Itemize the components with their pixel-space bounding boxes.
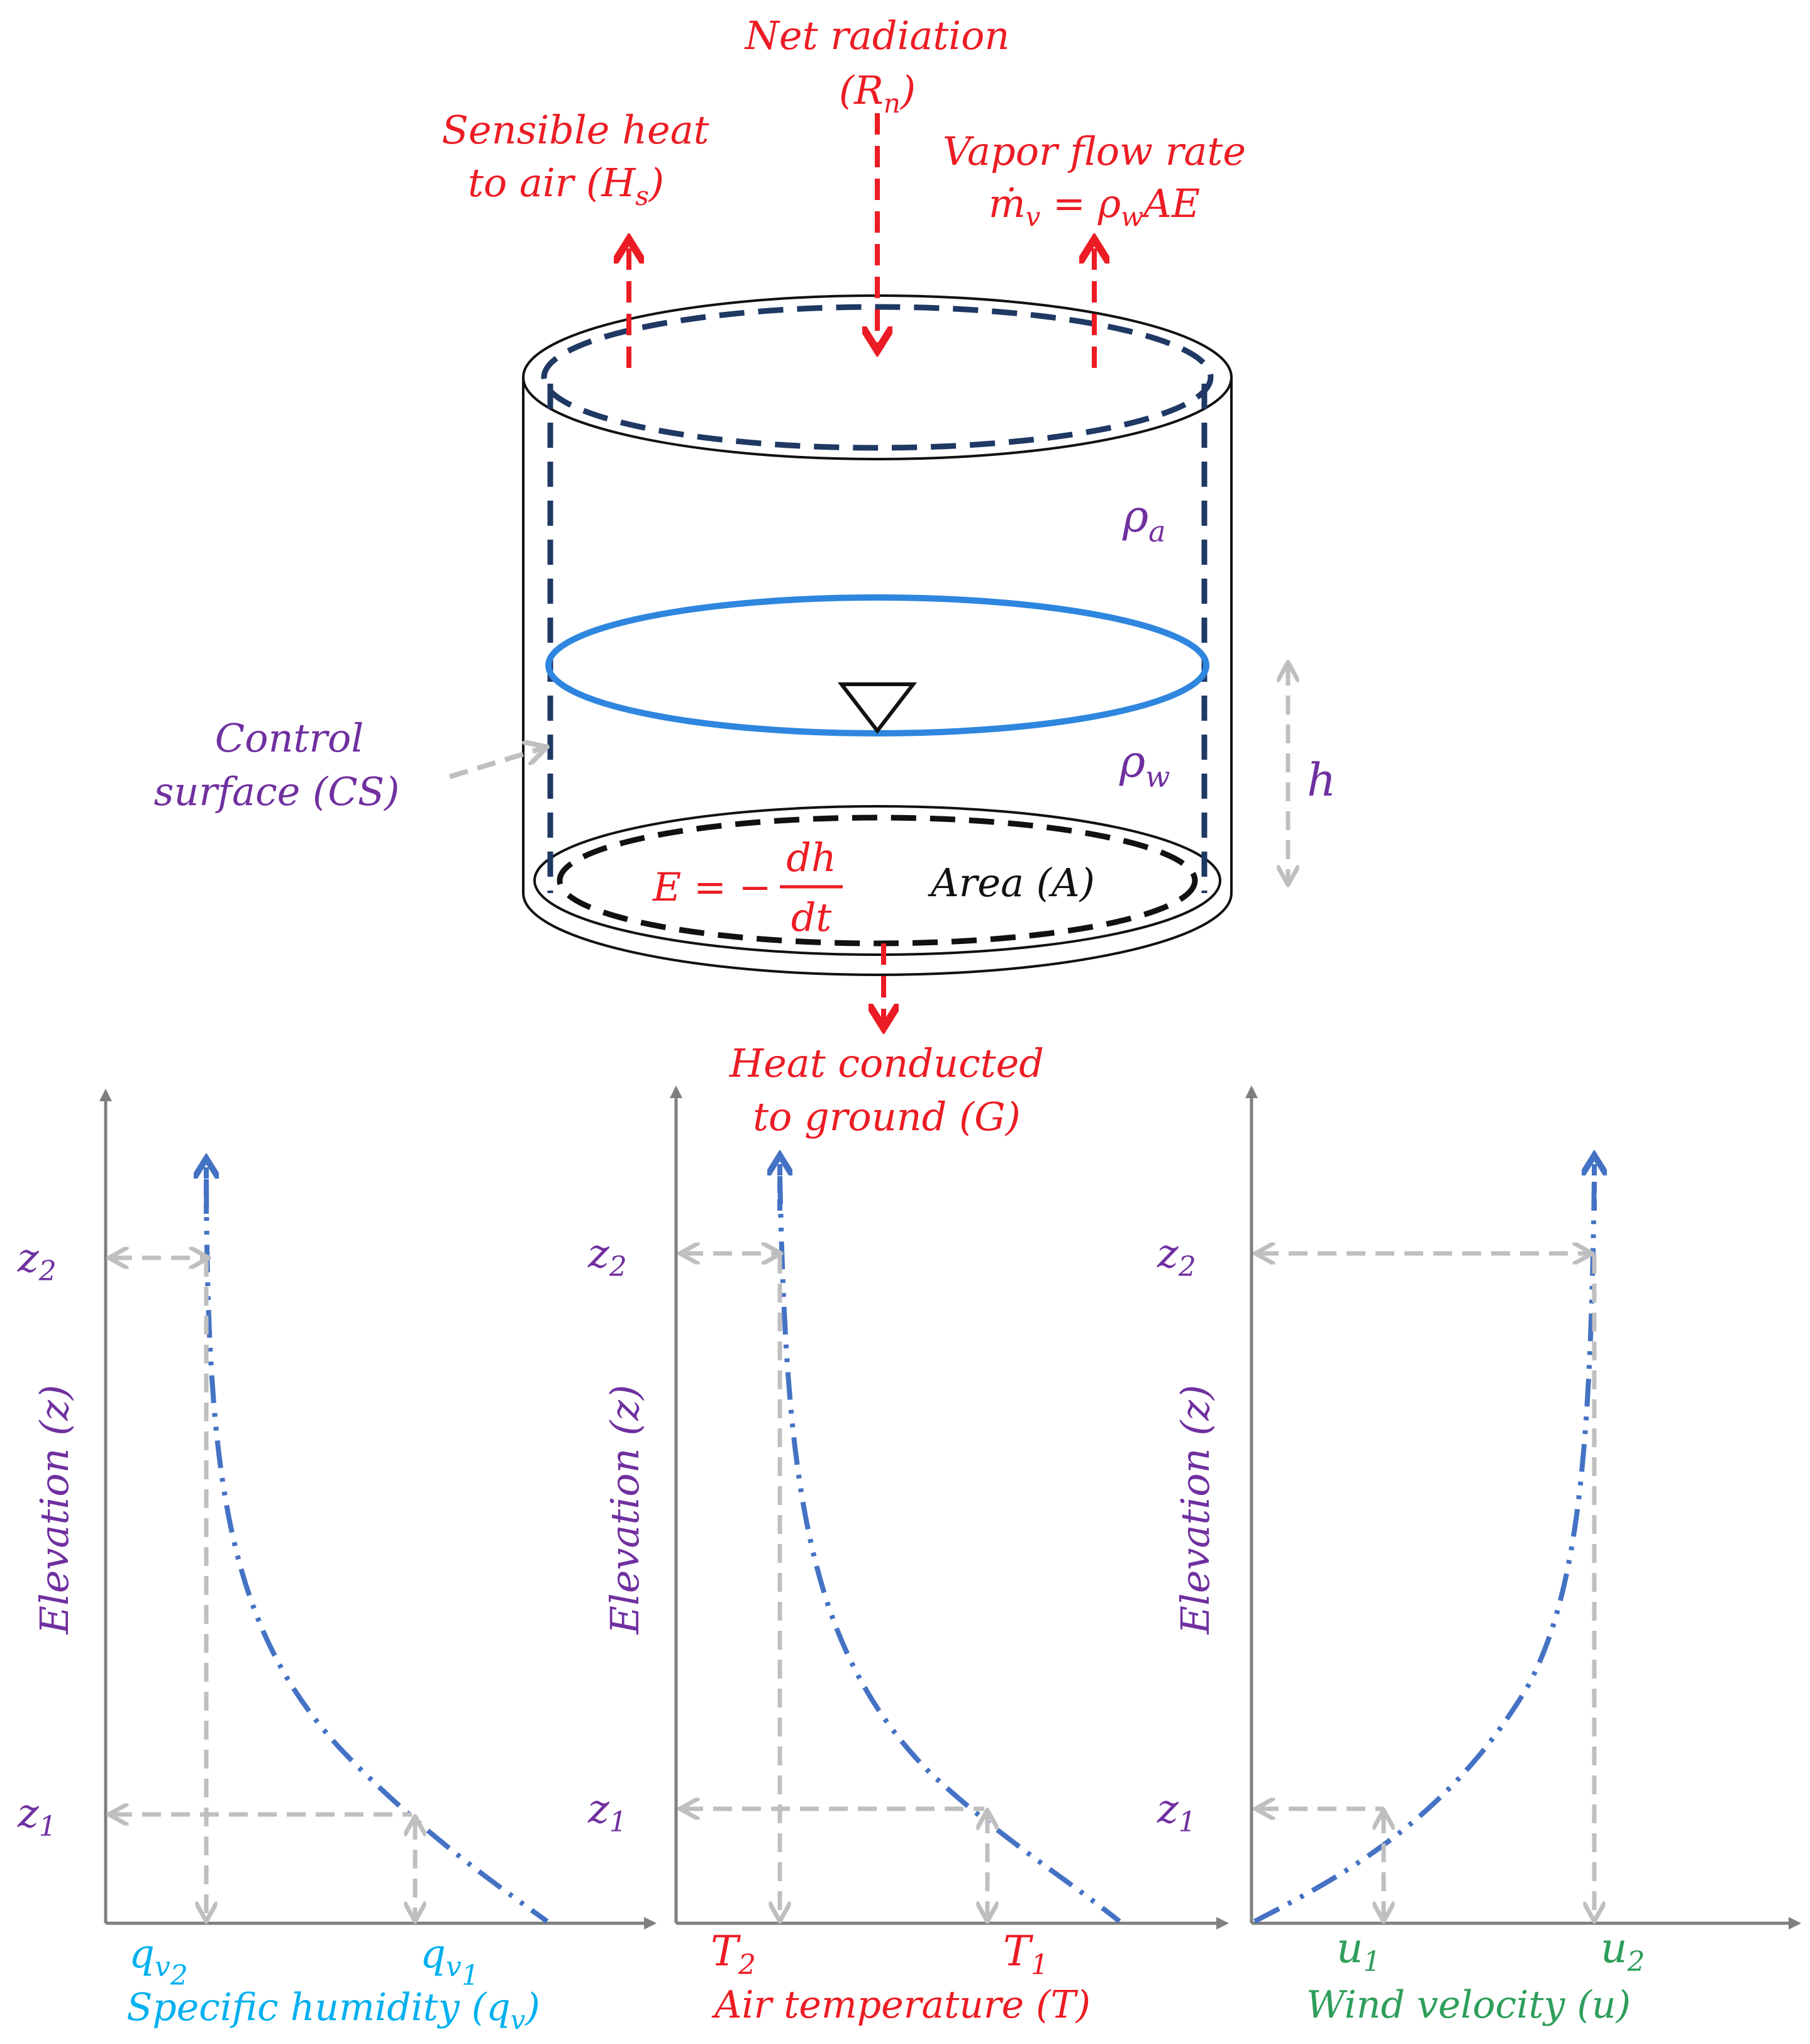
control-surface-pointer-arrow [448, 748, 542, 779]
u2-label: u2 [1601, 1924, 1645, 1978]
control-surface-bottom [557, 814, 1198, 947]
air-density-label: ρa [1122, 491, 1166, 548]
wind-profile-curve [1253, 1175, 1597, 1924]
profile-specific-humidity: z2 z1 Elevation (z) qv2 qv1 Specific hum… [17, 1089, 657, 2035]
qv1-label: qv1 [420, 1931, 479, 1992]
z1-label: z1 [17, 1791, 57, 1843]
cylinder-labels: Net radiation (Rn) Sensible heat to air … [154, 13, 1336, 1140]
depth-label: h [1307, 753, 1336, 806]
elevation-axis-label: Elevation (z) [602, 1385, 648, 1635]
z2-label: z2 [17, 1235, 57, 1287]
cylinder-bottom-inner-rim [533, 805, 1221, 956]
vapor-flow-label: Vapor flow rate [943, 128, 1246, 174]
air-temperature-axis-label: Air temperature (T) [711, 1983, 1091, 2027]
water-surface [545, 594, 1209, 736]
t1-label: T1 [1003, 1927, 1048, 1981]
z1-label: z1 [587, 1786, 627, 1838]
z2-label: z2 [587, 1231, 627, 1283]
evaporation-equation: E = − [652, 864, 772, 910]
evaporation-numerator: dh [786, 835, 836, 880]
area-label: Area (A) [928, 860, 1095, 906]
wind-velocity-axis-label: Wind velocity (u) [1306, 1983, 1631, 2027]
evaporation-denominator: dt [791, 894, 832, 940]
net-radiation-label: Net radiation [744, 13, 1010, 58]
water-density-label: ρw [1119, 736, 1170, 794]
specific-humidity-axis-label: Specific humidity (qv) [126, 1986, 540, 2035]
cylinder-bottom-rim [522, 892, 1233, 976]
control-volume-cylinder [522, 294, 1233, 976]
ground-heat-label: Heat conducted [729, 1040, 1044, 1086]
t2-label: T2 [711, 1927, 756, 1981]
ground-heat-label-2: to ground (G) [753, 1094, 1021, 1140]
vapor-flow-equation: ṁv = ρwAE [989, 181, 1200, 232]
control-surface-label: Control [215, 715, 364, 761]
net-radiation-symbol: (Rn) [839, 67, 916, 119]
temperature-profile-curve [777, 1175, 1121, 1924]
sensible-heat-label: Sensible heat [441, 107, 709, 153]
qv2-label: qv2 [129, 1931, 188, 1992]
elevation-axis-label: Elevation (z) [31, 1385, 77, 1635]
z1-label: z1 [1157, 1786, 1196, 1838]
profile-wind-velocity: z2 z1 Elevation (z) u1 u2 Wind velocity … [1157, 1086, 1801, 2027]
z2-label: z2 [1157, 1231, 1196, 1283]
energy-fluxes [629, 113, 1094, 1022]
control-surface-top [541, 304, 1214, 451]
u1-label: u1 [1336, 1924, 1381, 1978]
sensible-heat-symbol: to air (Hs) [468, 160, 664, 211]
profile-air-temperature: z2 z1 Elevation (z) T2 T1 Air temperatur… [587, 1086, 1229, 2027]
water-level-triangle-icon [837, 682, 918, 734]
elevation-axis-label: Elevation (z) [1172, 1385, 1218, 1635]
control-surface-label-2: surface (CS) [154, 769, 400, 814]
humidity-profile-curve [204, 1179, 549, 1924]
